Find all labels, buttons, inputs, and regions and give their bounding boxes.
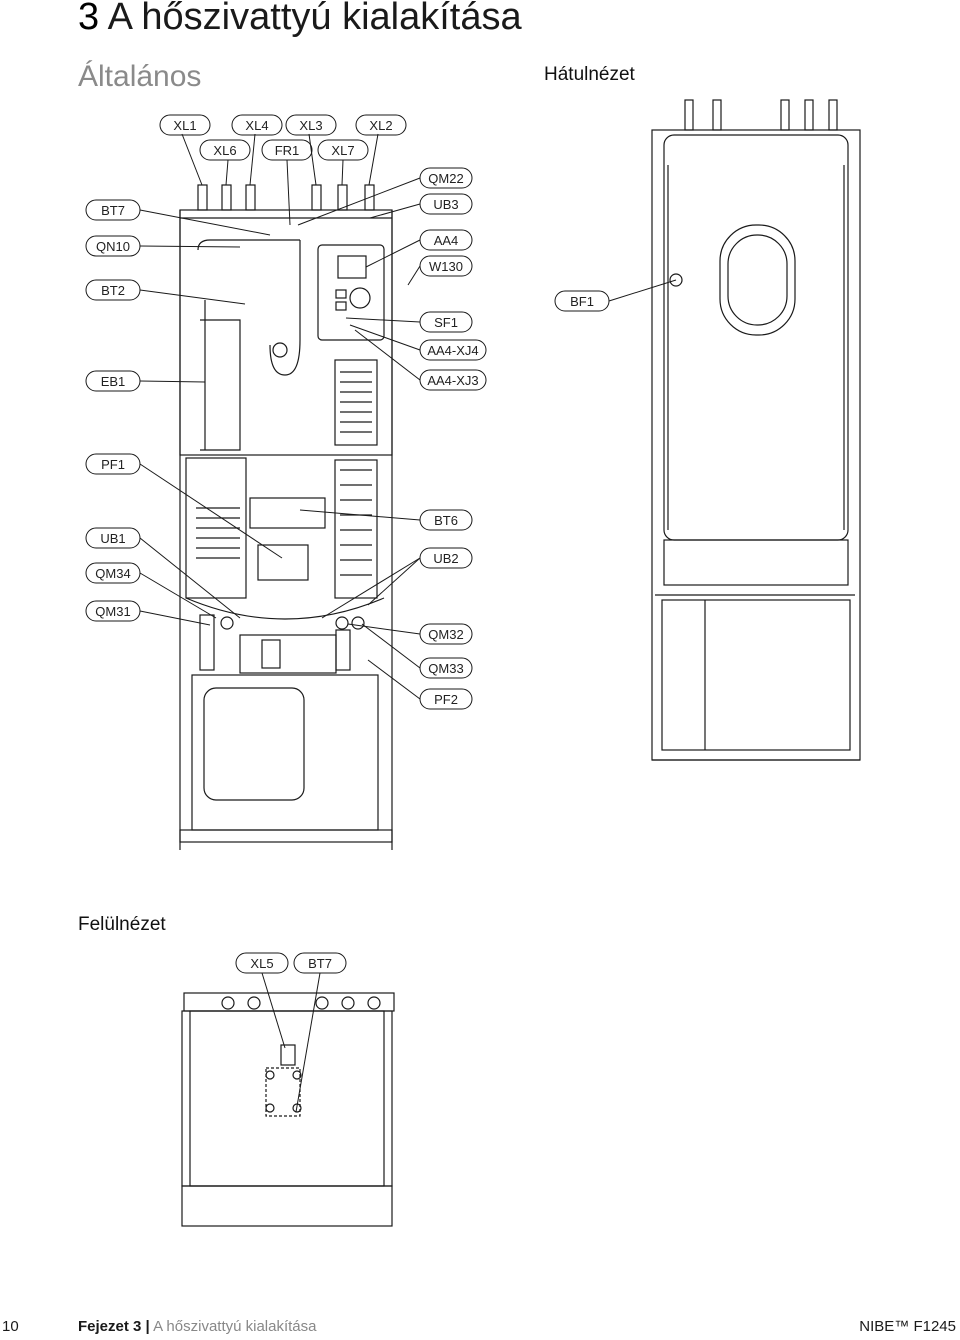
- label-bf1: BF1: [570, 294, 594, 309]
- label-ub3: UB3: [433, 197, 458, 212]
- top-view-label: Felülnézet: [78, 914, 166, 935]
- chapter-number: 3: [78, 0, 100, 38]
- label-boxes: [85, 114, 610, 974]
- label-qm31: QM31: [95, 604, 130, 619]
- label-qm33: QM33: [428, 661, 463, 676]
- label-qm32: QM32: [428, 627, 463, 642]
- label-bt2: BT2: [101, 283, 125, 298]
- label-xl4: XL4: [245, 118, 268, 133]
- label-eb1: EB1: [101, 374, 126, 389]
- footer-chapter: Fejezet 3 | A hőszivattyú kialakítása: [78, 1318, 317, 1340]
- chapter-title-text: A hőszivattyú kialakítása: [107, 0, 522, 38]
- label-qn10: QN10: [96, 239, 130, 254]
- leader-lines: [139, 133, 677, 1113]
- label-qm22: QM22: [428, 171, 463, 186]
- label-texts: XL1 XL4 XL3 XL2 XL6 FR1 XL7 BT7 QN10 BT2…: [95, 118, 594, 971]
- page-number: 10: [2, 1318, 19, 1335]
- label-ub2: UB2: [433, 551, 458, 566]
- label-pf2: PF2: [434, 692, 458, 707]
- label-bt7-top: BT7: [308, 956, 332, 971]
- label-xl6: XL6: [213, 143, 236, 158]
- chapter-title: 3 A hőszivattyú kialakítása: [78, 0, 522, 39]
- label-ub1: UB1: [100, 531, 125, 546]
- footer-chapter-ref: Fejezet 3 |: [78, 1318, 150, 1335]
- label-xl3: XL3: [299, 118, 322, 133]
- label-bt7: BT7: [101, 203, 125, 218]
- label-bt6: BT6: [434, 513, 458, 528]
- label-qm34: QM34: [95, 566, 130, 581]
- label-sf1: SF1: [434, 315, 458, 330]
- top-view-drawing: [181, 992, 395, 1227]
- label-aa4-xj4: AA4-XJ4: [427, 343, 478, 358]
- front-view-drawing: [179, 184, 393, 850]
- back-view-drawing: [651, 99, 861, 761]
- label-fr1: FR1: [275, 143, 300, 158]
- label-aa4: AA4: [434, 233, 459, 248]
- footer-brand: NIBE™ F1245: [859, 1318, 956, 1335]
- back-view-label: Hátulnézet: [544, 64, 635, 85]
- label-xl1: XL1: [173, 118, 196, 133]
- label-xl5: XL5: [250, 956, 273, 971]
- footer-chapter-name: A hőszivattyú kialakítása: [153, 1318, 317, 1335]
- label-pf1: PF1: [101, 457, 125, 472]
- label-aa4-xj3: AA4-XJ3: [427, 373, 478, 388]
- label-xl7: XL7: [331, 143, 354, 158]
- section-title: Általános: [78, 60, 202, 93]
- label-w130: W130: [429, 259, 463, 274]
- label-xl2: XL2: [369, 118, 392, 133]
